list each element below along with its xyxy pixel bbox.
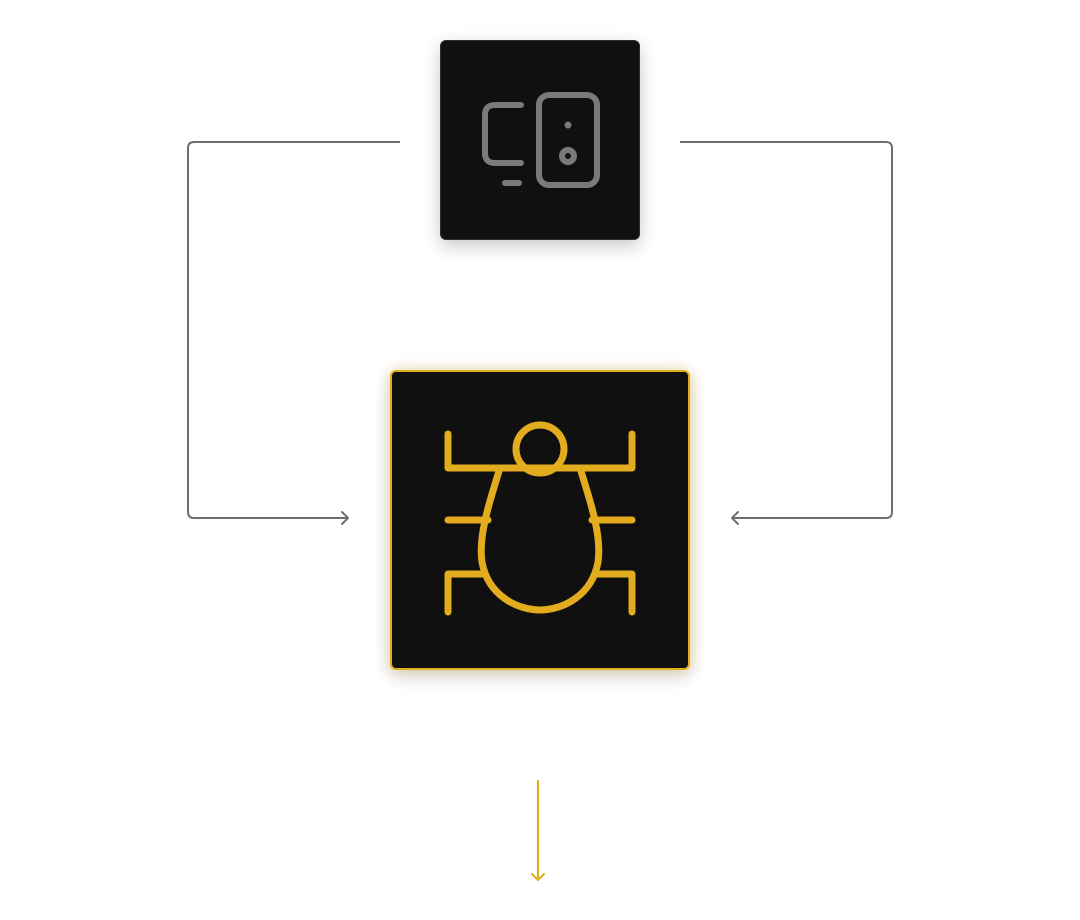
left-connector-arrowhead bbox=[341, 511, 349, 525]
right-connector-arrowhead bbox=[731, 511, 739, 525]
devices-icon bbox=[482, 92, 600, 188]
left-connector-line bbox=[187, 141, 400, 519]
target-node bbox=[390, 370, 690, 670]
bug-icon bbox=[444, 421, 636, 616]
source-node bbox=[440, 40, 640, 240]
output-connector-arrowhead bbox=[531, 873, 545, 881]
right-connector-line bbox=[680, 141, 893, 519]
